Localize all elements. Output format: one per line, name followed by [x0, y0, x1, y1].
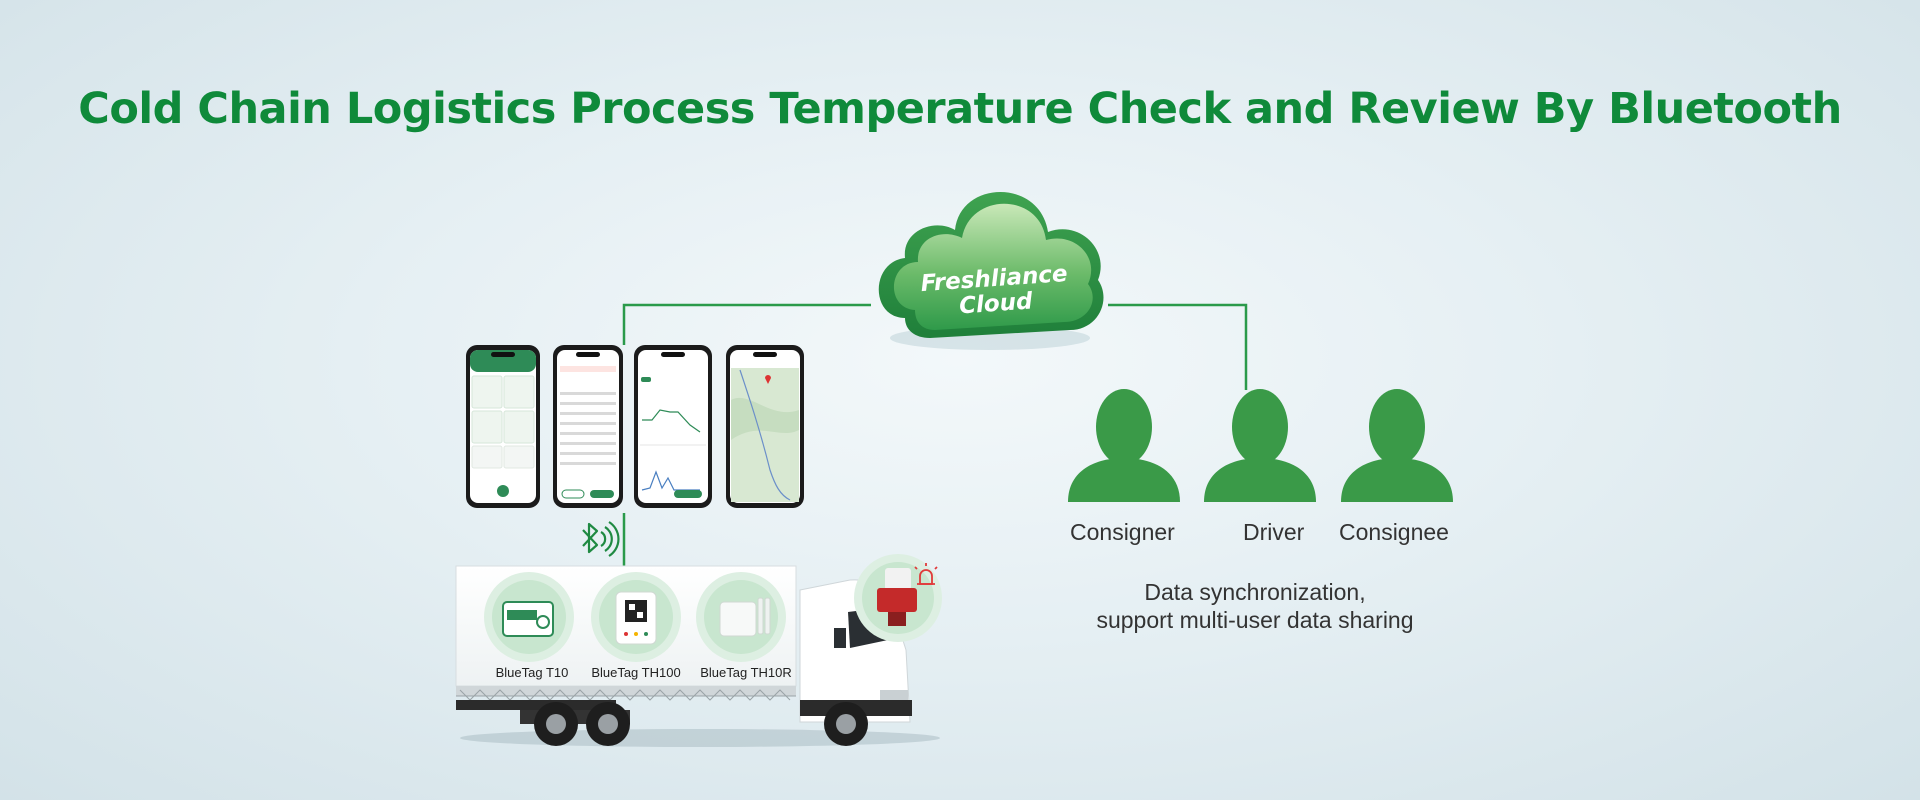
driver-label: Driver — [1243, 519, 1305, 545]
consignee-label: Consignee — [1339, 519, 1449, 545]
phone-3 — [634, 345, 712, 508]
sync-line1: Data synchronization, — [1144, 579, 1366, 605]
page-title: Cold Chain Logistics Process Temperature… — [78, 84, 1842, 134]
sync-description: Data synchronization, support multi-user… — [1050, 578, 1460, 634]
sync-line2: support multi-user data sharing — [1096, 607, 1414, 633]
person-icon-consigner — [1068, 389, 1180, 502]
cloud-icon — [878, 192, 1104, 350]
phone-2 — [553, 345, 623, 508]
sensor-bluetag-t10 — [484, 572, 574, 662]
sensor-label-th100: BlueTag TH100 — [591, 665, 681, 680]
sensor-bluetag-th100 — [591, 572, 681, 662]
phone-4 — [726, 345, 804, 508]
person-icon-driver — [1204, 389, 1316, 502]
sensor-label-th10r: BlueTag TH10R — [700, 665, 792, 680]
phone-1 — [466, 345, 540, 508]
connector-lines — [622, 303, 1248, 566]
alarm-icon — [914, 563, 938, 585]
consigner-label: Consigner — [1070, 519, 1175, 545]
sensor-label-t10: BlueTag T10 — [495, 665, 569, 680]
alarm-sensor — [854, 554, 942, 642]
person-icon-consignee — [1341, 389, 1453, 502]
sensor-bluetag-th10r — [696, 572, 786, 662]
bluetooth-icon — [582, 521, 620, 557]
